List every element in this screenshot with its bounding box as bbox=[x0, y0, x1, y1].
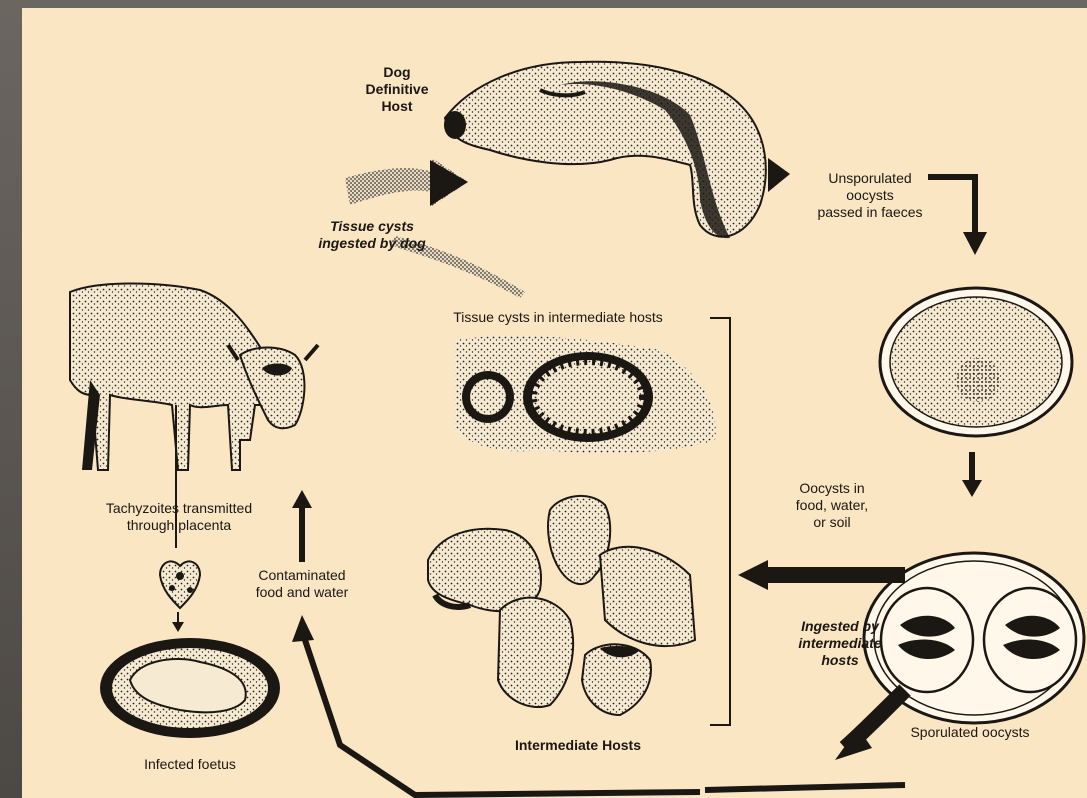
oocysts-food-label: Oocysts in food, water, or soil bbox=[772, 480, 892, 531]
arrow-to-intermediate-hosts bbox=[738, 560, 905, 590]
contaminated-label: Contaminated food and water bbox=[232, 567, 372, 601]
intermediate-hosts-bracket bbox=[710, 318, 730, 725]
unsporulated-oocyst-icon bbox=[880, 288, 1072, 436]
intermediate-hosts-icon bbox=[428, 496, 695, 715]
intermediate-hosts-label: Intermediate Hosts bbox=[478, 737, 678, 754]
unsporulated-label: Unsporulated oocysts passed in faeces bbox=[790, 170, 950, 221]
tissue-cysts-ingested-label: Tissue cysts ingested by dog bbox=[282, 218, 462, 252]
tissue-cyst-icon bbox=[455, 336, 716, 453]
dog-icon bbox=[444, 62, 766, 238]
arrow-up-contaminated bbox=[292, 490, 312, 562]
small-arrow-right bbox=[768, 158, 790, 192]
placenta-icon bbox=[160, 561, 200, 632]
infected-foetus-label: Infected foetus bbox=[110, 756, 270, 773]
tissue-cysts-intermediate-label: Tissue cysts in intermediate hosts bbox=[408, 309, 708, 326]
dog-host-label: Dog Definitive Host bbox=[352, 64, 442, 115]
sporulated-label: Sporulated oocysts bbox=[880, 724, 1060, 741]
foetus-icon bbox=[100, 638, 280, 738]
tachyzoites-label: Tachyzoites transmitted through placenta bbox=[74, 500, 284, 534]
arrow-down-oocyst bbox=[962, 452, 982, 497]
ingested-intermediate-label: Ingested by intermediate hosts bbox=[780, 618, 900, 669]
